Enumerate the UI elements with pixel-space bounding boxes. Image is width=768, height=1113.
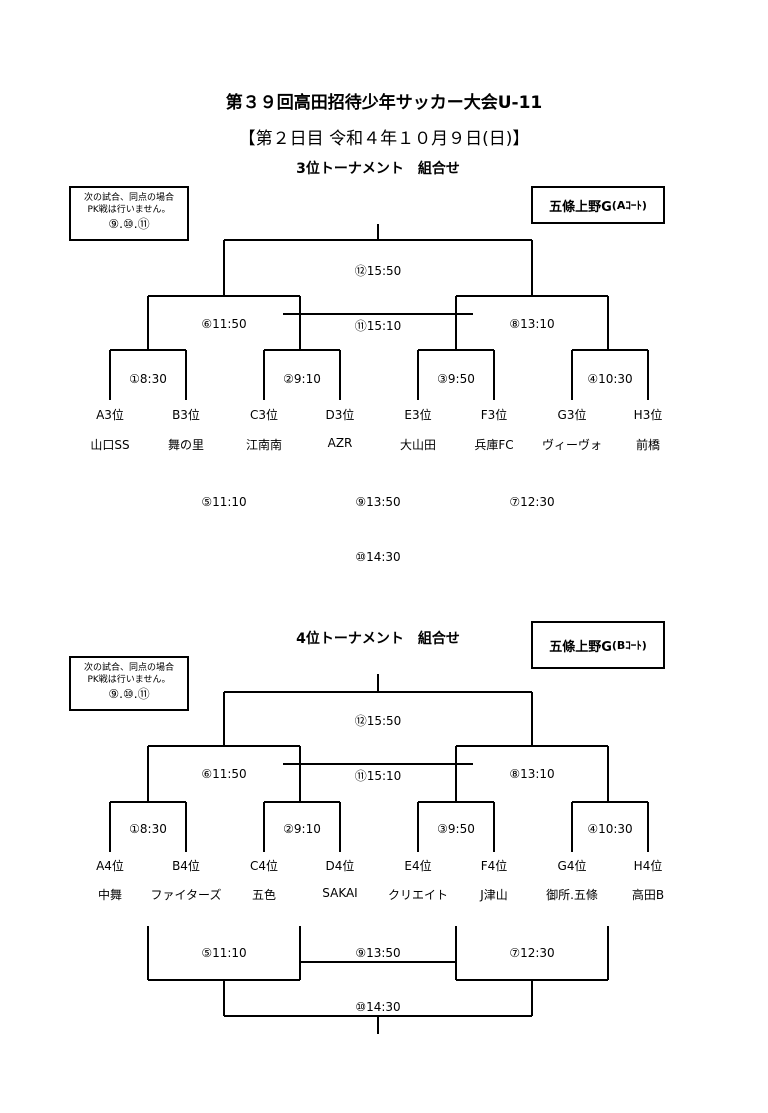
seed-label: H4位 [633,859,663,873]
pk-note-line: PK戦は行いません。 [87,675,171,685]
match-5-label: ⑤11:10 [201,495,247,509]
pk-note: 次の試合、同点の場合 PK戦は行いません。 ⑨.⑩.⑪ [69,656,189,711]
match-2-label: ②9:10 [283,372,321,386]
team-name: SAKAI [322,886,358,900]
seed-label: G4位 [557,859,587,873]
pk-note-line: 次の試合、同点の場合 [83,193,174,203]
section-heading: 4位トーナメント 組合せ [296,631,460,647]
bracket-lines [109,224,649,400]
team-name: J津山 [480,888,508,902]
team-name: 舞の里 [167,438,205,452]
team-name: クリエイト [387,888,449,902]
seed-label: E3位 [404,408,432,422]
pk-note-matches: ⑨.⑩.⑪ [108,687,150,701]
match-9-label: ⑨13:50 [355,946,401,960]
team-name: 大山田 [399,438,437,452]
team-name: 高田B [631,888,665,902]
seed-label: C3位 [249,408,279,422]
match-1-label: ①8:30 [129,372,167,386]
match-8-label: ⑧13:10 [509,317,555,331]
match-10-label: ⑩14:30 [355,550,401,564]
match-7-label: ⑦12:30 [509,946,555,960]
pk-note-line: PK戦は行いません。 [87,205,171,215]
section-heading: 3位トーナメント 組合せ [296,161,460,177]
match-7-label: ⑦12:30 [509,495,555,509]
match-3-label: ③9:50 [437,372,475,386]
seed-label: B4位 [172,859,200,873]
team-name: 御所.五條 [546,888,598,902]
seed-label: F4位 [480,859,508,873]
seed-label: A3位 [96,408,124,422]
match-8-label: ⑧13:10 [509,767,555,781]
team-name: ヴィーヴォ [541,438,603,452]
page-title: 第３９回高田招待少年サッカー大会U-11 [225,93,543,113]
match-10-label: ⑩14:30 [355,1000,401,1014]
venue-box: 五條上野G(Aｺｰﾄ) [531,186,665,224]
match-6-label: ⑥11:50 [201,767,247,781]
seed-label: G3位 [557,408,587,422]
team-name: 五色 [251,888,277,902]
seed-label: F3位 [480,408,508,422]
team-name: 兵庫FC [474,438,514,452]
match-6-label: ⑥11:50 [201,317,247,331]
team-name: 前橋 [635,438,661,452]
match-4-label: ④10:30 [587,372,633,386]
seed-label: E4位 [404,859,432,873]
team-name: ファイターズ [150,888,222,902]
team-name: 中舞 [97,888,123,902]
team-name: 山口SS [90,438,130,452]
seed-label: D3位 [325,408,355,422]
seed-label: D4位 [325,859,355,873]
seed-label: A4位 [96,859,124,873]
match-1-label: ①8:30 [129,822,167,836]
pk-note-line: 次の試合、同点の場合 [83,663,174,673]
venue-court: (Aｺｰﾄ) [611,199,647,212]
venue-name: 五條上野G [549,639,612,655]
match-9-label: ⑨13:50 [355,495,401,509]
venue-court: (Bｺｰﾄ) [611,639,647,652]
seed-label: C4位 [249,859,279,873]
seed-label: H3位 [633,408,663,422]
match-4-label: ④10:30 [587,822,633,836]
venue-name: 五條上野G [549,199,612,215]
team-name: 江南南 [245,438,283,452]
match-3-label: ③9:50 [437,822,475,836]
pk-note-matches: ⑨.⑩.⑪ [108,217,150,231]
pk-note: 次の試合、同点の場合 PK戦は行いません。 ⑨.⑩.⑪ [69,186,189,241]
match-11-label: ⑪15:10 [354,319,402,333]
team-name: AZR [327,436,353,450]
venue-box: 五條上野G(Bｺｰﾄ) [531,621,665,669]
seed-label: B3位 [172,408,200,422]
match-11-label: ⑪15:10 [354,769,402,783]
match-12-label: ⑫15:50 [354,264,402,278]
page-subtitle: 【第２日目 令和４年１０月９日(日)】 [238,129,530,149]
match-2-label: ②9:10 [283,822,321,836]
match-12-label: ⑫15:50 [354,714,402,728]
match-5-label: ⑤11:10 [201,946,247,960]
